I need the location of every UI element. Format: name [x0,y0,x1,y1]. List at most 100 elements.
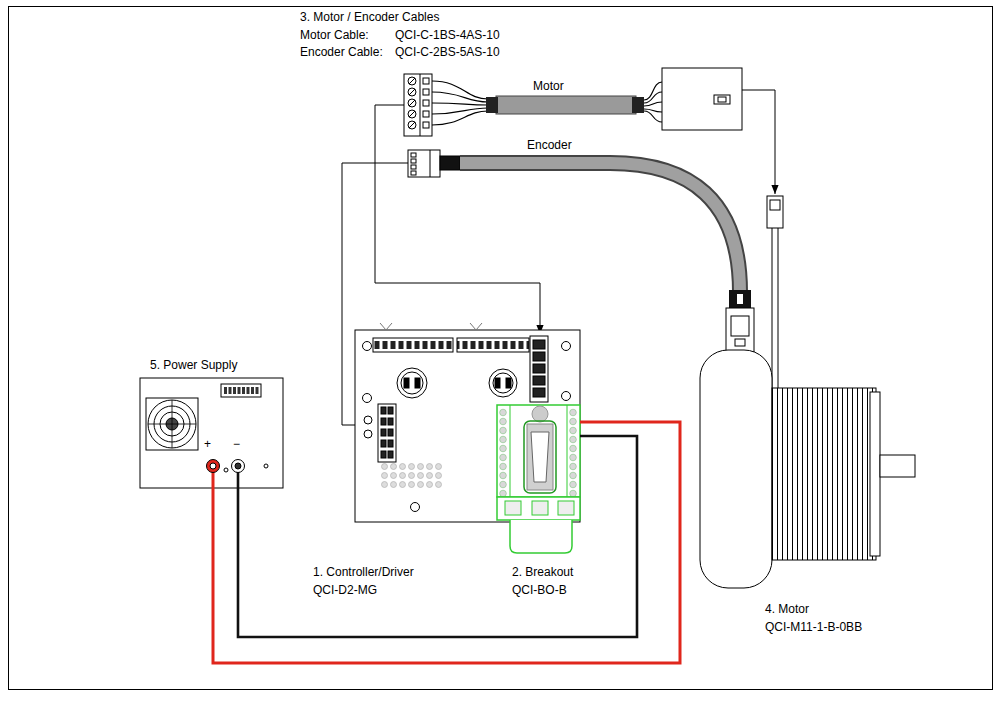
motor-drawing [700,350,772,588]
motor-connector [714,95,730,104]
power-supply-drawing [221,384,261,397]
motor-plug [742,90,775,194]
controller-board-drawing [506,378,511,388]
motor-terminal-plug [404,74,432,136]
component-name: 2. Breakout [512,565,573,580]
controller-board-drawing [533,340,545,349]
encoder-plug [440,156,460,170]
motor-terminal-plug [423,100,429,106]
frame [9,7,993,690]
controller-board-drawing [388,407,393,414]
encoder-cable [735,339,745,346]
motor-connector [662,68,742,130]
cable-label: Encoder Cable: [300,45,383,60]
terminal-sign: + [204,437,211,452]
controller-board-drawing [388,418,393,425]
breakout-drawing [497,497,580,520]
controller-board-drawing [562,342,571,351]
controller-board-drawing [380,462,443,489]
breakout-drawing [524,421,556,493]
controller-board-drawing [397,368,427,398]
motor-drawing [870,392,880,556]
encoder-cable [460,163,754,352]
motor-terminal-plug [409,111,415,117]
power-supply-drawing [146,398,198,450]
power-supply-drawing [247,387,250,394]
controller-board-drawing [381,440,386,447]
cable-name: Motor [533,79,564,94]
controller-board: 1. Controller/DriverQCI-D2-MG [355,330,580,522]
breakout-drawing [558,501,574,515]
motor-connector [662,68,742,130]
encoder-plug [430,150,431,177]
motor-cable [496,96,636,114]
controller-board-drawing [533,364,545,373]
power-supply-drawing [224,387,227,394]
motor-plug [770,200,780,210]
motor-terminal-plug [409,122,415,128]
controller-board-drawing [378,404,396,462]
breakout-drawing [497,405,580,497]
controller-board-drawing [388,451,393,458]
motor-terminal-plug [408,110,416,118]
encoder-cable [737,294,743,304]
encoder-cable [460,163,740,292]
encoder-cable [729,290,751,308]
cable-label: Motor Cable: [300,28,369,43]
encoder-plug [411,159,416,163]
power-supply-drawing [232,460,245,473]
encoder-plug [408,150,460,177]
controller-board-drawing [530,336,548,402]
terminal-sign: − [233,437,240,452]
encoder-cable [726,308,754,352]
encoder-plug [411,165,416,169]
breakout-drawing [498,408,508,496]
power-supply-drawing [229,387,232,394]
controller-board-drawing [355,323,580,522]
breakout-drawing [532,501,548,515]
controller-board-drawing [373,338,453,352]
power-supply-drawing [264,464,268,468]
motor-cable [644,102,662,106]
leader-line [375,105,540,334]
breakout-board: 2. BreakoutQCI-BO-B [497,405,580,553]
power-supply-drawing [256,387,259,394]
breakout-drawing [527,424,553,490]
motor-connector [718,97,726,102]
part-number: QCI-D2-MG [313,583,377,598]
motor-terminal-plug [423,89,429,95]
encoder-cable [460,163,740,292]
encoder-plug [411,153,416,157]
controller-board-drawing [489,369,517,397]
motor-plug [772,228,773,388]
motor-cable [432,111,488,125]
controller-board-drawing [533,388,545,397]
encoder-plug [411,171,416,175]
motor-terminal-plug [409,89,415,95]
motor-cable [644,111,662,122]
part-number: QCI-C-1BS-4AS-10 [395,28,500,43]
part-number: QCI-C-2BS-5AS-10 [395,45,500,60]
motor-terminal-plug [408,99,416,107]
controller-board-drawing [533,376,545,385]
motor-terminal-plug [420,74,421,136]
motor-terminal-plug [408,121,416,129]
controller-board-drawing [404,378,409,388]
power-wire [238,436,637,637]
controller-board-drawing [495,378,500,388]
motor-terminal-plug [408,88,416,96]
controller-board-drawing [388,429,393,436]
controller-board-drawing [381,451,386,458]
component-name: 4. Motor [765,602,809,617]
encoder-plug [408,150,440,177]
controller-board-drawing [364,416,372,424]
breakout-drawing [510,520,572,553]
motor-cable [432,103,488,105]
breakout-drawing [532,406,548,422]
callout-title: 3. Motor / Encoder Cables [300,10,439,25]
power-supply-drawing [235,463,241,469]
controller-board-drawing [388,440,393,447]
servo-motor: 4. MotorQCI-M11-1-B-0BB [700,340,915,590]
motor-cable [632,97,644,113]
